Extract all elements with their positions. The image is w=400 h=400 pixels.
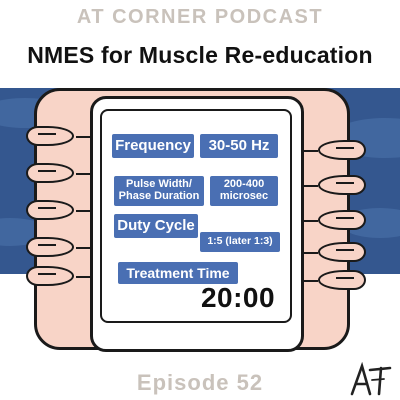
pulse-width-value-line1: 200-400: [223, 178, 265, 191]
at-logo: [350, 362, 392, 396]
right-button-5: [318, 270, 366, 290]
right-connector-1: [304, 150, 318, 152]
left-connector-3: [76, 210, 90, 212]
right-connector-2: [304, 185, 318, 187]
right-connector-3: [304, 220, 318, 222]
right-button-2: [318, 175, 366, 195]
left-connector-5: [76, 276, 90, 278]
right-button-1: [318, 140, 366, 160]
timer-display: 20:00: [200, 282, 276, 313]
pulse-width-label: Pulse Width/ Phase Duration: [114, 176, 204, 206]
frequency-label: Frequency: [112, 134, 194, 158]
left-connector-1: [76, 136, 90, 138]
pulse-width-value: 200-400 microsec: [210, 176, 278, 206]
podcast-name: AT CORNER PODCAST: [76, 6, 324, 28]
duty-cycle-label: Duty Cycle: [114, 214, 198, 238]
right-button-3: [318, 210, 366, 230]
left-button-5: [26, 266, 74, 286]
treatment-time-label: Treatment Time: [118, 262, 238, 284]
pulse-width-label-line1: Pulse Width/: [126, 178, 192, 191]
left-button-2: [26, 163, 74, 183]
right-button-4: [318, 242, 366, 262]
left-connector-4: [76, 247, 90, 249]
screen-inner-frame: [100, 109, 292, 323]
left-button-1: [26, 126, 74, 146]
right-connector-4: [304, 252, 318, 254]
pulse-width-label-line2: Phase Duration: [118, 190, 200, 202]
episode-number: Episode 52: [136, 370, 264, 395]
left-button-3: [26, 200, 74, 220]
duty-cycle-value: 1:5 (later 1:3): [200, 232, 280, 252]
left-button-4: [26, 237, 74, 257]
right-connector-5: [304, 280, 318, 282]
left-connector-2: [76, 173, 90, 175]
pulse-width-value-line2: microsec: [219, 190, 269, 202]
frequency-value: 30-50 Hz: [200, 134, 278, 158]
episode-title: NMES for Muscle Re-education: [27, 42, 373, 68]
